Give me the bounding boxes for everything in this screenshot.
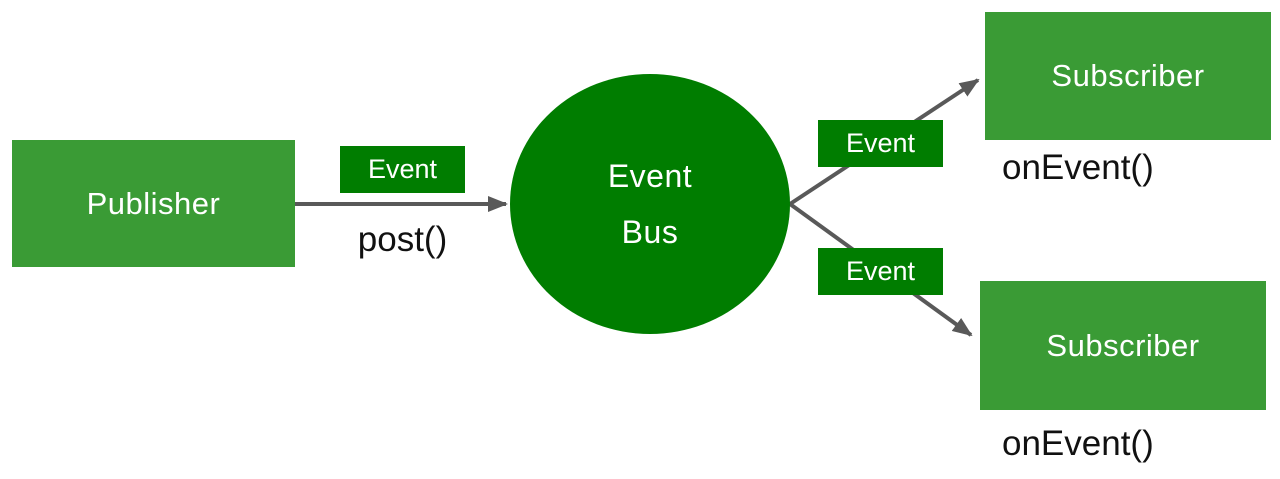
- event-badge-subscribe-top: Event: [818, 120, 943, 167]
- subscriber-bottom-label: Subscriber: [1046, 327, 1200, 363]
- post-method-caption: post(): [357, 220, 448, 259]
- event-bus-label-line1: Event: [607, 158, 693, 194]
- event-bus-node: Event Bus: [510, 74, 790, 334]
- subscriber-top-label: Subscriber: [1051, 58, 1205, 93]
- subscriber-node-bottom: Subscriber: [980, 281, 1266, 410]
- publisher-label: Publisher: [86, 185, 221, 221]
- event-badge-subscribe-top-label: Event: [845, 128, 916, 158]
- publisher-node: Publisher: [12, 140, 295, 267]
- event-badge-subscribe-bottom-label: Event: [845, 256, 916, 286]
- event-badge-publish: Event: [340, 146, 465, 193]
- onevent-caption-bottom: onEvent(): [1002, 424, 1154, 463]
- event-bus-label-line2: Bus: [621, 214, 679, 250]
- subscriber-node-top: Subscriber: [985, 12, 1271, 140]
- onevent-caption-top: onEvent(): [1002, 148, 1154, 187]
- event-badge-subscribe-bottom: Event: [818, 248, 943, 295]
- event-badge-publish-label: Event: [367, 154, 438, 184]
